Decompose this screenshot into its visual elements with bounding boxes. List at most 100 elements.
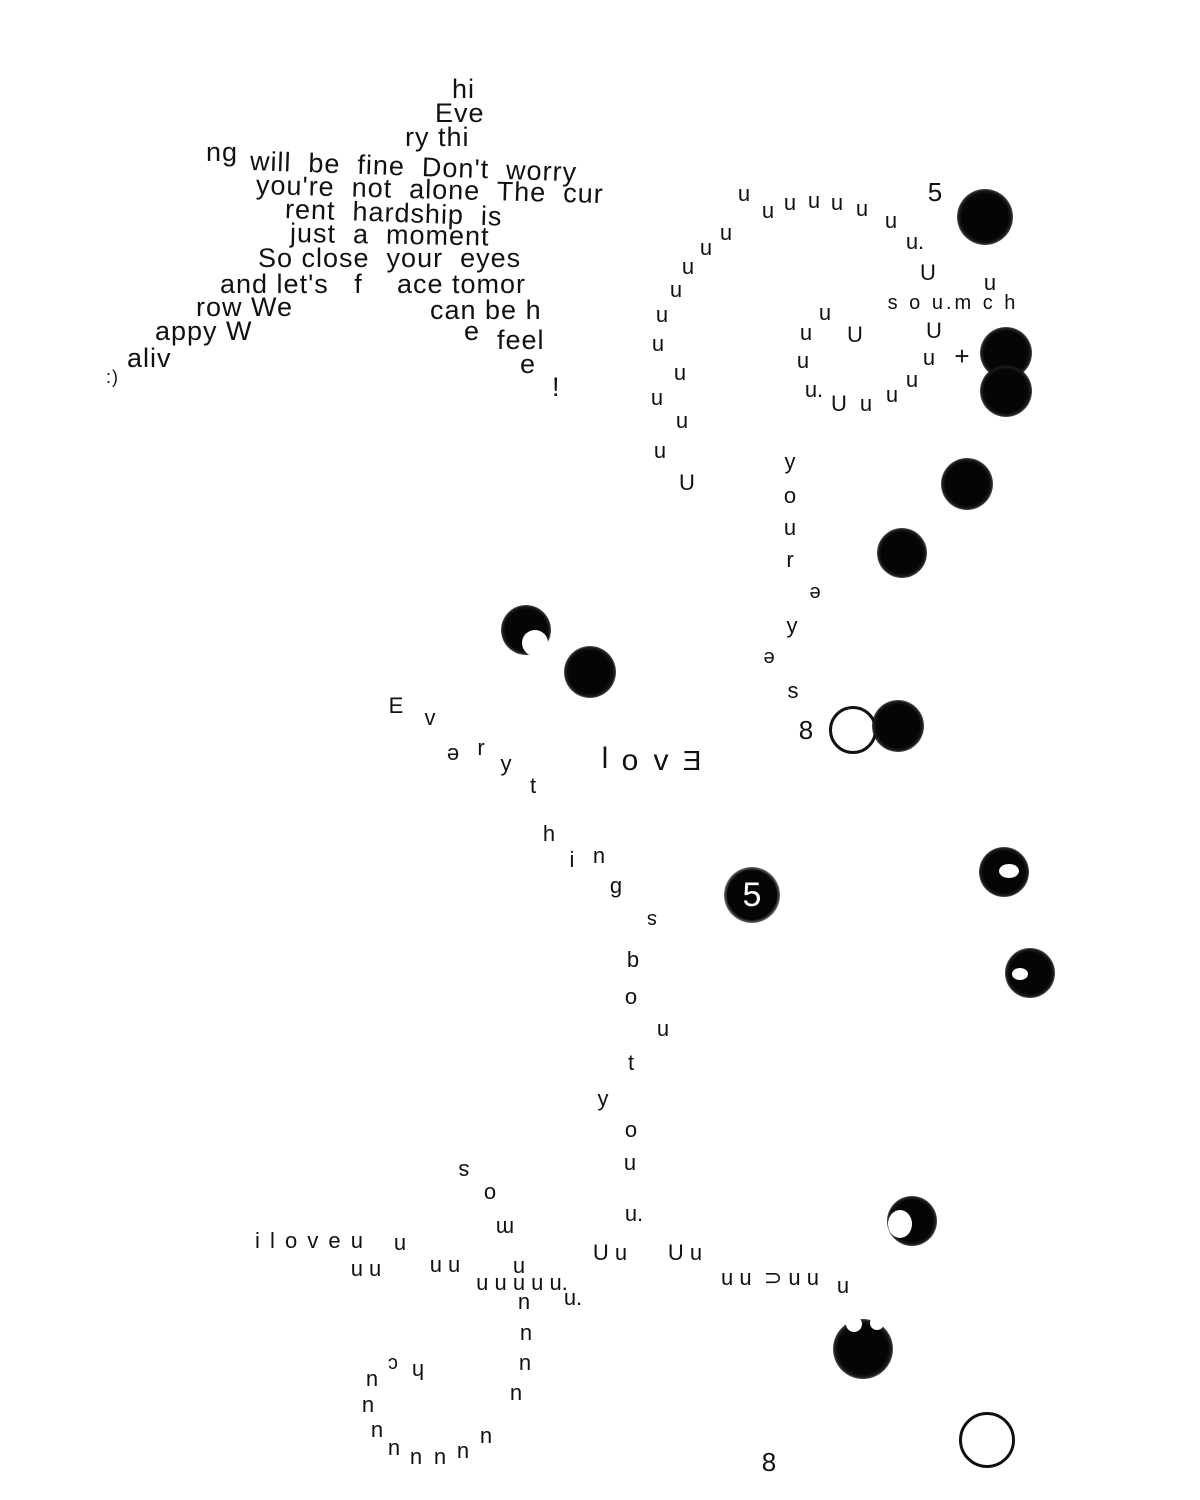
bottom-letter: U u	[667, 1240, 703, 1265]
bottom-letter-inner: u	[361, 1395, 375, 1420]
ring-outline	[829, 706, 877, 754]
bottom-letter: u	[434, 1447, 446, 1472]
bottom-letter-inner: u	[387, 1438, 401, 1463]
everything-letter: u.	[624, 1201, 644, 1226]
bottom-letter: u.	[563, 1285, 583, 1310]
spiral-letter: u	[796, 348, 810, 373]
bottom-letter: U u	[592, 1240, 628, 1265]
bottom-letter: u	[410, 1447, 422, 1472]
bottom-letter: u	[517, 1292, 531, 1317]
ink-dot-gap	[522, 630, 548, 656]
everything-letter: s	[647, 909, 657, 931]
ink-dot	[980, 365, 1032, 417]
bottom-letter-inner: u	[370, 1420, 384, 1445]
poem-line: So close your eyes	[258, 243, 522, 273]
everything-letter: g	[609, 873, 623, 898]
spiral-letter: u	[983, 270, 997, 295]
spiral-letter: u	[761, 198, 775, 223]
love-letter: o	[621, 744, 639, 777]
spiral-letter: u	[653, 438, 667, 463]
poem-line: appy W	[155, 316, 253, 346]
everything-letter: v	[424, 705, 436, 730]
so-much-text: s o u.m c h	[887, 292, 1019, 314]
eyes-letter: y	[784, 449, 796, 474]
plus-sign: +	[954, 341, 970, 371]
love-letter: l	[601, 742, 609, 775]
ink-dot-broken	[833, 1319, 893, 1379]
bottom-letter: u	[519, 1323, 533, 1348]
bottom-letter: u	[361, 1395, 375, 1420]
ink-dot-gap	[846, 1316, 862, 1332]
spiral-letter: u	[650, 385, 664, 410]
ink-dot	[957, 189, 1013, 245]
everything-letter: E	[388, 693, 404, 718]
everything-letter: y	[597, 1086, 609, 1111]
bottom-letter: u u	[350, 1256, 382, 1281]
everything-letter: e	[446, 743, 460, 768]
eyes-letter-inner: e	[763, 647, 775, 669]
poem-line: ng	[206, 137, 239, 167]
smiley: :)	[106, 367, 119, 387]
som-letter: s	[458, 1159, 470, 1184]
everything-letter: t	[627, 1050, 635, 1075]
love-letter: E	[682, 745, 702, 776]
poem-line: Eve	[435, 98, 485, 128]
bottom-letter: u u	[429, 1252, 461, 1277]
bottom-letter: u	[480, 1426, 492, 1451]
everything-letter: r	[477, 735, 485, 760]
eight-symbol: 8	[761, 1447, 777, 1477]
bottom-letter-inner: u	[519, 1323, 533, 1348]
love-letter: v	[653, 744, 669, 777]
poem-line: e	[464, 316, 481, 346]
spiral-letter: u	[669, 277, 683, 302]
som-letter-inner: s	[458, 1159, 470, 1184]
spiral-letter: u	[737, 181, 751, 206]
ink-dot	[941, 458, 993, 510]
spiral-letter: u	[799, 320, 813, 345]
spiral-letter: u	[807, 188, 821, 213]
poem-line: aliv	[127, 343, 172, 373]
ink-dot	[564, 646, 616, 698]
bottom-letter: u	[509, 1383, 523, 1408]
spiral-letter: u	[830, 190, 844, 215]
everything-letter: t	[529, 773, 537, 798]
poem-line: feel	[497, 325, 545, 355]
bottom-letter: u	[512, 1253, 526, 1278]
poem-line: can be h	[430, 295, 542, 325]
bottom-letter-inner: u	[517, 1292, 531, 1317]
bottom-letter-inner: c	[388, 1353, 398, 1375]
spiral-letter: U	[831, 391, 847, 416]
spiral-letter: u	[675, 408, 689, 433]
spiral-letter: u	[699, 235, 713, 260]
poem-line: ry thi	[405, 122, 470, 152]
ink-dot	[872, 700, 924, 752]
som-letter-inner: m	[495, 1216, 515, 1241]
spiral-letter: u	[855, 196, 869, 221]
spiral-letter: u	[719, 220, 733, 245]
ink-dot	[877, 528, 927, 578]
bottom-letter: u	[370, 1420, 384, 1445]
bottom-letter-inner: u	[456, 1441, 470, 1466]
everything-letter-inner: e	[446, 743, 460, 768]
eyes-letter: u	[783, 515, 797, 540]
bottom-letter-inner: h	[411, 1359, 425, 1384]
everything-letter: o	[624, 984, 638, 1009]
spiral-letter: U	[926, 318, 942, 343]
bottom-letter-inner: u	[509, 1383, 523, 1408]
spiral-letter: U	[679, 470, 695, 495]
spiral-letter: u	[818, 300, 832, 325]
spiral-letter: u	[885, 382, 899, 407]
everything-letter: h	[542, 821, 556, 846]
everything-letter: i	[569, 847, 575, 872]
spiral-letter: U	[847, 322, 863, 347]
bottom-letter: u	[387, 1438, 401, 1463]
ink-dot-gap	[888, 1210, 912, 1238]
bottom-letter-inner: u	[365, 1369, 379, 1394]
eyes-letter: r	[786, 547, 794, 572]
bottom-letter: c	[388, 1353, 398, 1375]
bottom-letter: u	[519, 1353, 531, 1378]
love-letter-inner: E	[682, 745, 702, 776]
everything-letter: u	[656, 1016, 670, 1041]
som-letter: m	[495, 1216, 515, 1241]
